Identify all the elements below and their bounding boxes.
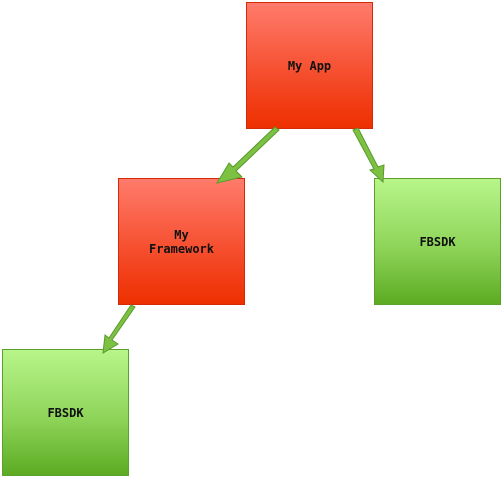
arrow-app-to-fbsdk: [352, 127, 385, 184]
node-fbsdk-app-label: FBSDK: [419, 234, 456, 249]
node-my-framework-label: My Framework: [148, 227, 215, 256]
arrow-framework-to-fbsdk: [102, 304, 136, 354]
node-fbsdk-framework-label: FBSDK: [47, 405, 84, 420]
node-my-app: My App: [246, 2, 373, 129]
node-fbsdk-app: FBSDK: [374, 178, 501, 305]
node-fbsdk-framework: FBSDK: [2, 349, 129, 476]
node-my-app-label: My App: [287, 58, 332, 73]
arrow-app-to-framework: [215, 126, 280, 184]
node-my-framework: My Framework: [118, 178, 245, 305]
